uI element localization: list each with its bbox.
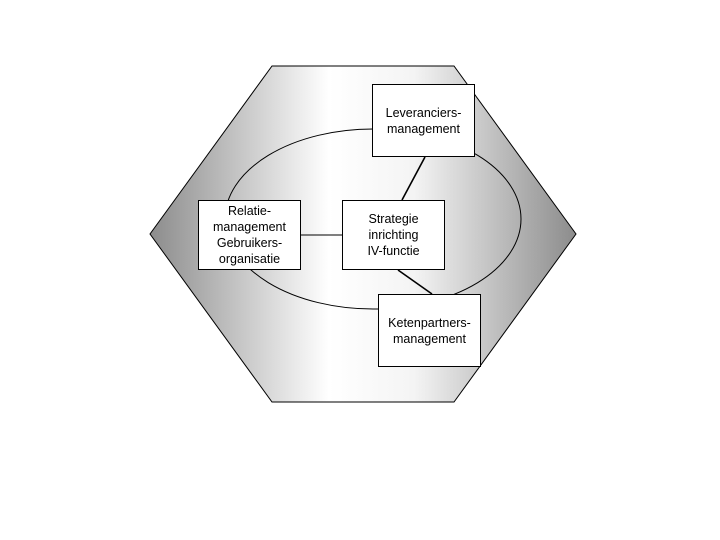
node-label-line: Ketenpartners- [388, 315, 471, 330]
node-label-line: Gebruikers- [216, 236, 283, 250]
node-label-line: management [393, 331, 466, 346]
node-label-line: Leveranciers- [385, 105, 462, 120]
node-relatiemanagement: Relatie- management Gebruikers- organisa… [198, 200, 301, 270]
node-leveranciersmanagement: Leveranciers- management [372, 84, 475, 157]
node-label-line: management [213, 220, 286, 234]
node-label-line: Strategie [368, 212, 419, 226]
node-strategie-inrichting: Strategie inrichting IV-functie [342, 200, 445, 270]
connector-leveranciers-strategie [401, 156, 426, 201]
node-label-line: inrichting [368, 228, 419, 242]
node-ketenpartnersmanagement: Ketenpartners- management [378, 294, 481, 367]
node-label-line: Relatie- [227, 204, 272, 218]
connector-strategie-ketenpartners [397, 269, 433, 295]
node-label-line: management [387, 121, 460, 136]
node-label-line: IV-functie [367, 244, 420, 258]
node-label-line: organisatie [218, 252, 281, 266]
